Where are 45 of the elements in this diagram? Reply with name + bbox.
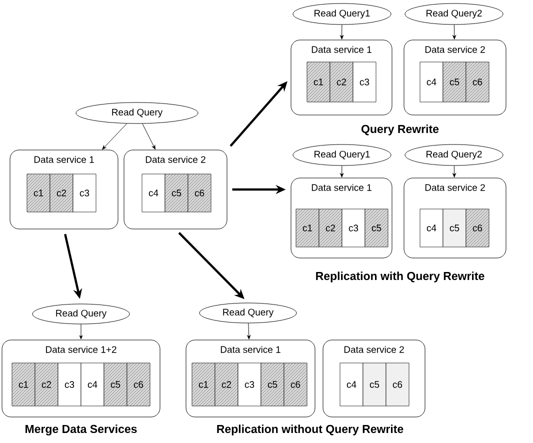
column-cell: c4 <box>420 62 444 102</box>
column-cell: c4 <box>340 362 364 406</box>
arrow <box>452 24 456 40</box>
arrow <box>340 24 344 40</box>
column-cell: c6 <box>386 362 410 406</box>
arrow <box>247 323 251 340</box>
column-cell: c1 <box>18 381 28 388</box>
arrow <box>102 123 128 150</box>
column-cell: c6 <box>472 224 482 232</box>
section-caption: Replication with Query Rewrite <box>316 272 484 282</box>
column-cell: c5 <box>110 381 120 388</box>
arrow <box>142 123 156 150</box>
arrow <box>452 166 456 178</box>
column-cell: c2 <box>336 78 346 86</box>
column-cell: c5 <box>172 190 182 196</box>
column-cell: c2 <box>326 224 336 232</box>
column-cell: c6 <box>290 381 300 388</box>
column-cell: c5 <box>442 208 466 248</box>
column-cell: c6 <box>134 381 144 388</box>
column-cell: c1 <box>302 224 312 232</box>
column-cell: c3 <box>342 208 366 248</box>
column-cell: c1 <box>34 190 44 196</box>
column-cell: c2 <box>222 381 232 388</box>
column-cell: c2 <box>42 381 52 388</box>
section-caption: Replication without Query Rewrite <box>217 424 404 436</box>
column-cell: c1 <box>198 381 208 388</box>
section-caption: Query Rewrite <box>361 124 439 136</box>
column-cell: c3 <box>58 362 82 406</box>
section-caption: Merge Data Services <box>26 424 137 436</box>
column-cell: c3 <box>238 362 262 406</box>
column-cell: c4 <box>420 208 444 248</box>
column-cell: c4 <box>80 362 104 406</box>
column-cell: c5 <box>372 224 382 232</box>
column-cell: c3 <box>72 174 96 212</box>
arrow <box>79 324 83 340</box>
arrow <box>340 166 344 178</box>
column-cell: c3 <box>352 62 376 102</box>
column-cell: c4 <box>142 174 166 212</box>
column-cell: c1 <box>314 78 324 86</box>
column-cell: c5 <box>362 362 386 406</box>
column-cell: c6 <box>194 190 204 196</box>
column-cell: c5 <box>268 381 278 388</box>
column-cell: c6 <box>472 78 482 86</box>
column-cell: c5 <box>450 78 460 86</box>
column-cell: c2 <box>56 190 66 196</box>
